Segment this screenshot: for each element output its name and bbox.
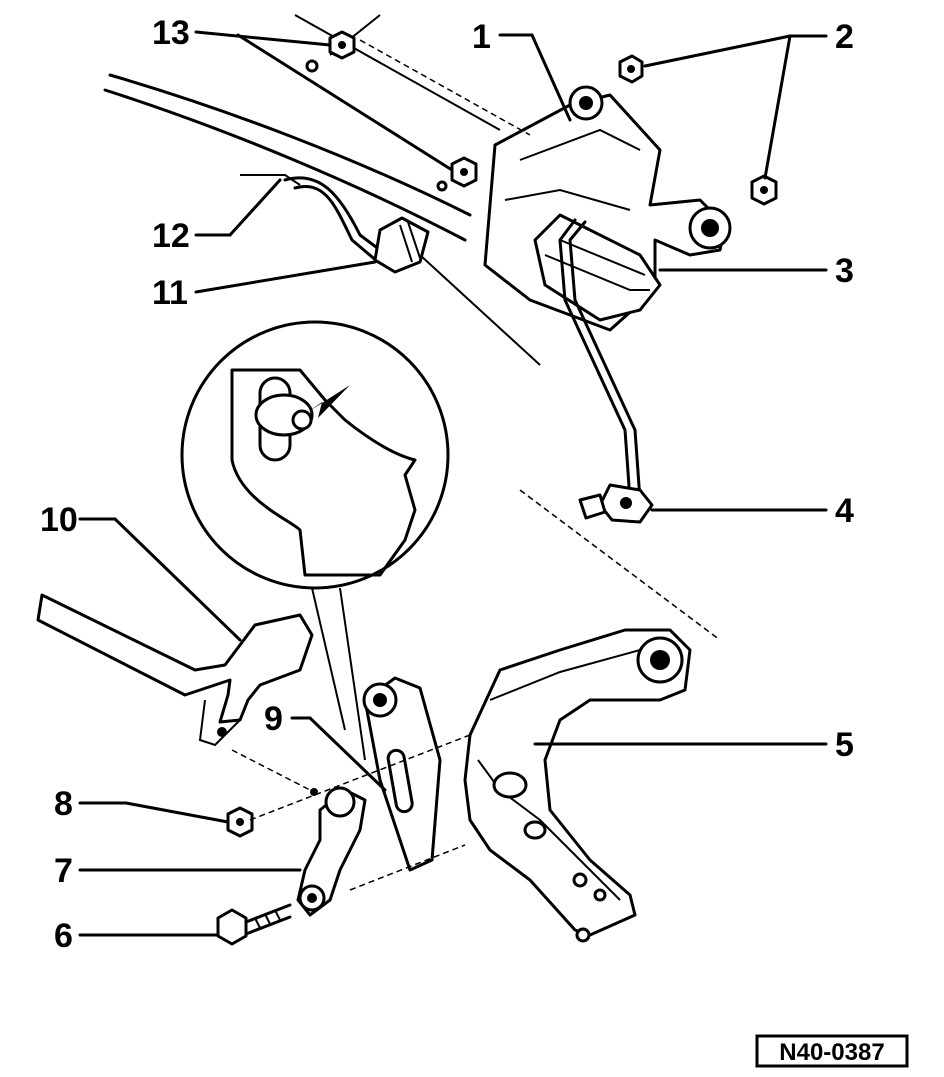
sensor-link-rod (558, 218, 654, 524)
subframe-outline (103, 14, 541, 366)
coupling-rod (296, 786, 367, 917)
leader-lines (78, 30, 828, 937)
callout-9: 9 (264, 700, 283, 738)
callout-12: 12 (152, 217, 190, 255)
callout-1: 1 (472, 18, 491, 56)
sensor-wiring (283, 176, 430, 274)
callout-7: 7 (54, 852, 73, 890)
track-control-arm (463, 628, 692, 943)
detail-magnifier (180, 320, 450, 761)
callout-labels: 13 1 2 12 3 11 4 10 9 5 8 7 6 (40, 14, 854, 955)
assembly-lines (231, 39, 721, 891)
callout-8: 8 (54, 785, 73, 823)
sensor-bracket (362, 676, 442, 872)
anti-roll-bar (36, 593, 314, 747)
callout-13: 13 (152, 14, 190, 52)
hex-nut-right (750, 174, 778, 206)
hex-nut-8 (226, 806, 254, 838)
hex-nut-13-lower (436, 156, 478, 192)
hex-nut-upper (618, 54, 644, 84)
reference-code-box: N40-0387 (755, 1034, 909, 1068)
hex-nut-13-upper (305, 30, 356, 73)
callout-3: 3 (835, 252, 854, 290)
callout-10: 10 (40, 501, 78, 539)
hex-bolt (216, 903, 292, 946)
callout-4: 4 (835, 492, 854, 530)
arrow-icon (308, 385, 350, 418)
callout-5: 5 (835, 726, 854, 764)
callout-11: 11 (152, 274, 188, 312)
reference-code: N40-0387 (779, 1039, 884, 1066)
callout-2: 2 (835, 18, 854, 56)
callout-6: 6 (54, 917, 73, 955)
